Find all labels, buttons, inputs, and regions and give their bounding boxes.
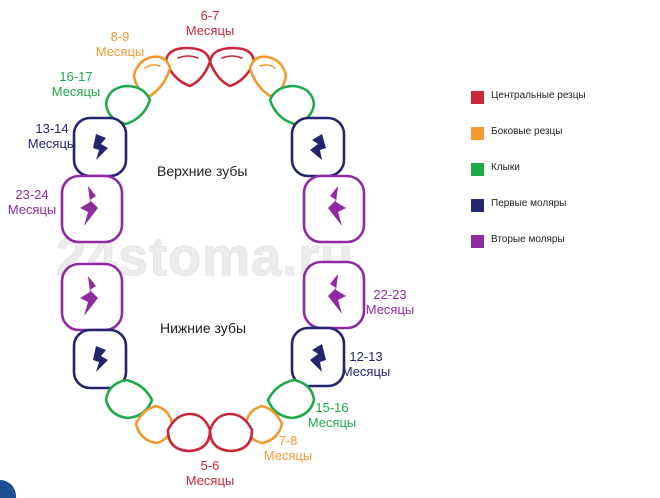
fissure-lower-first-molar-left	[93, 346, 108, 372]
fissure-upper-second-molar-right	[328, 186, 346, 226]
fissure-lower-first-molar-right	[310, 344, 326, 372]
lower-lateral-incisor-right	[244, 404, 284, 445]
fissure-upper-second-molar-left	[80, 186, 98, 226]
lower-canine-left	[104, 378, 154, 420]
legend-text-first-molar: Первые моляры	[491, 198, 567, 209]
fissure-lower-second-molar-left	[80, 276, 98, 316]
legend-text-canine: Клыки	[491, 162, 520, 173]
upper-central-incisor-left	[164, 46, 212, 88]
lower-jaw-label: Нижние зубы	[160, 320, 247, 336]
legend-swatch-second-molar	[471, 235, 484, 248]
upper-jaw-label: Верхние зубы	[157, 163, 248, 179]
corner-decoration	[0, 480, 16, 498]
lower-central-incisor-right	[208, 412, 254, 453]
upper-incisor-edge-left	[177, 55, 199, 59]
upper-incisor-edge-right	[221, 55, 243, 59]
legend-text-central: Центральные резцы	[491, 90, 586, 101]
upper-lateral-edge-right	[259, 64, 276, 69]
fissure-upper-first-molar-right	[310, 134, 326, 160]
upper-central-incisor-right	[208, 46, 256, 88]
lower-canine-right	[266, 378, 316, 420]
legend-swatch-first-molar	[471, 199, 484, 212]
legend-swatch-lateral	[471, 127, 484, 140]
upper-lateral-edge-left	[144, 64, 161, 69]
legend-swatch-central	[471, 91, 484, 104]
legend-text-lateral: Боковые резцы	[491, 126, 563, 137]
legend-swatch-canine	[471, 163, 484, 176]
upper-lateral-incisor-right	[248, 55, 288, 98]
fissure-upper-first-molar-left	[93, 134, 108, 160]
upper-canine-right	[268, 84, 316, 126]
legend-text-second-molar: Вторые моляры	[491, 234, 565, 245]
fissure-lower-second-molar-right	[328, 274, 346, 314]
lower-central-incisor-left	[166, 412, 212, 453]
